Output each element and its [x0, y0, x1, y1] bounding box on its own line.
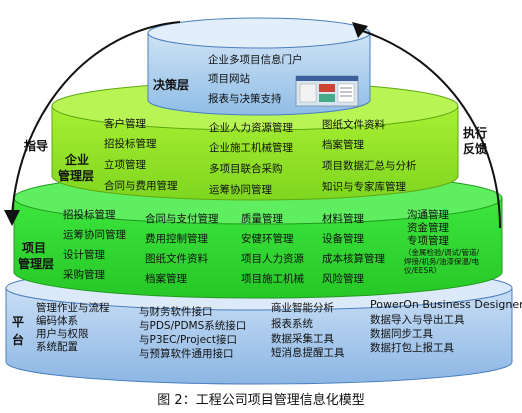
- figure-caption: 图 2：工程公司项目管理信息化模型: [157, 393, 365, 408]
- platform-item: 系统配置: [36, 341, 78, 353]
- project-item: 资金管理: [407, 222, 449, 234]
- enterprise-item: 知识与专家库管理: [322, 181, 406, 193]
- guidance-arrow: [4, 21, 181, 226]
- project-item: 专项管理: [407, 235, 449, 247]
- platform-item: 管理作业与流程: [36, 302, 110, 314]
- platform-item: 与财务软件接口: [139, 306, 213, 318]
- enterprise-layer-label: 企业: [65, 153, 90, 167]
- feedback-label: 反馈: [463, 142, 488, 156]
- project-item: 安健环管理: [241, 233, 294, 245]
- platform-item: 短消息提醒工具: [271, 347, 345, 359]
- enterprise-item: 项目数据汇总与分析: [322, 160, 417, 172]
- project-item: 材料管理: [322, 213, 364, 225]
- feedback-arrow: [352, 22, 501, 229]
- enterprise-item: 企业施工机械管理: [209, 142, 293, 154]
- platform-item: 数据采集工具: [271, 333, 334, 345]
- project-layer-label: 管理层: [18, 257, 55, 271]
- platform-item: 数据打包上报工具: [370, 342, 454, 354]
- platform-item: 报表系统: [271, 318, 313, 330]
- enterprise-item: 客户管理: [104, 118, 146, 130]
- project-item: 成本核算管理: [322, 253, 385, 265]
- enterprise-item: 招投标管理: [104, 138, 157, 150]
- project-item: 质量管理: [241, 213, 283, 225]
- project-item-note: 焊接/机务/油漆保温/电: [404, 257, 480, 266]
- platform-item: 与P3EC/Project接口: [139, 334, 237, 346]
- decision-item: 报表与决策支持: [208, 93, 282, 105]
- enterprise-item: 多项目联合采购: [209, 163, 283, 175]
- platform-item: 数据导入与导出工具: [370, 314, 465, 326]
- platform-item: 与预算软件通用接口: [139, 348, 234, 360]
- project-item: 合同与支付管理: [145, 213, 219, 225]
- project-item-note: （金属检验/调试/管道/: [404, 248, 480, 257]
- decision-layer-label: 决策层: [153, 78, 190, 92]
- enterprise-item: 立项管理: [104, 159, 146, 171]
- guidance-label: 指导: [24, 139, 49, 153]
- project-item: 设计管理: [63, 249, 105, 261]
- enterprise-item: 合同与费用管理: [104, 180, 178, 192]
- project-item: 图纸文件资料: [145, 253, 208, 265]
- enterprise-item: 档案管理: [322, 139, 364, 151]
- project-item: 设备管理: [322, 233, 364, 245]
- platform-layer-label: 平: [12, 315, 25, 329]
- decision-item: 项目网站: [208, 73, 250, 85]
- execution-label: 执行: [463, 126, 488, 140]
- enterprise-item: 企业人力资源管理: [209, 122, 293, 134]
- project-item: 项目施工机械: [241, 273, 304, 285]
- project-item: 风险管理: [322, 273, 364, 285]
- decision-item: 企业多项目信息门户: [208, 54, 303, 66]
- platform-item: 数据同步工具: [370, 328, 433, 340]
- enterprise-item: 运筹协同管理: [209, 184, 272, 196]
- project-item: 运筹协同管理: [63, 229, 126, 241]
- project-item: 采购管理: [63, 269, 105, 281]
- enterprise-item: 图纸文件资料: [322, 119, 385, 131]
- platform-item: 商业智能分析: [271, 302, 334, 314]
- platform-designer-title: PowerOn Business Designer: [370, 298, 522, 311]
- project-item: 费用控制管理: [145, 233, 208, 245]
- enterprise-layer-label: 管理层: [58, 169, 95, 183]
- project-item: 沟通管理: [407, 209, 449, 221]
- project-item-note: 仪/EESR）: [404, 266, 441, 275]
- project-item: 招投标管理: [63, 209, 116, 221]
- project-item: 档案管理: [145, 273, 187, 285]
- platform-item: 编码体系: [36, 315, 78, 327]
- project-item: 项目人力资源: [241, 253, 304, 265]
- platform-item: 用户与权限: [36, 328, 89, 340]
- platform-layer-label: 台: [12, 333, 25, 347]
- portal-screenshot-image: [295, 75, 359, 107]
- project-layer-label: 项目: [22, 241, 47, 255]
- platform-item: 与PDS/PDMS系统接口: [139, 320, 247, 332]
